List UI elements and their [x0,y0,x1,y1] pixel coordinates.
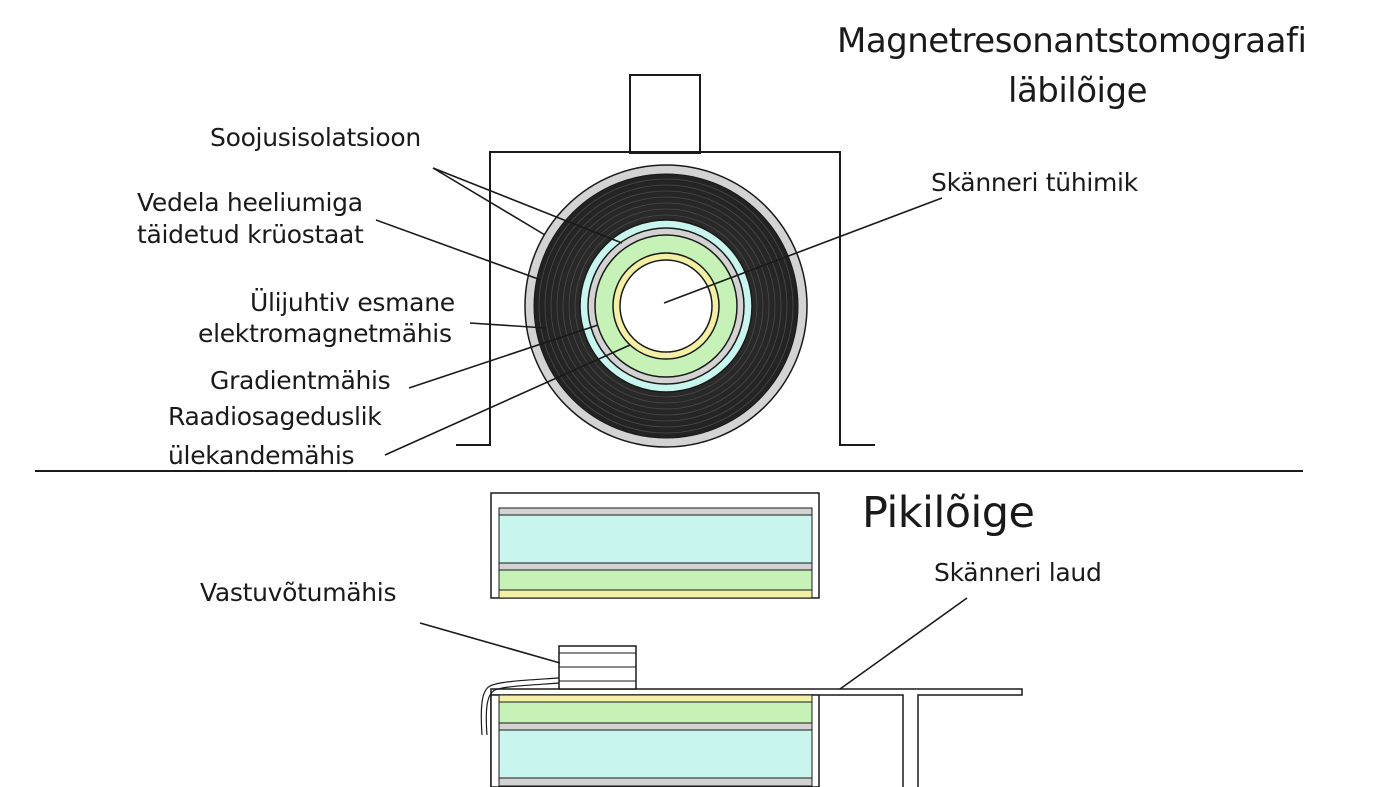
label-rf-coil-line2: ülekandemähis [168,441,355,470]
leader-insulation-inner [432,167,623,244]
label-thermal-insulation: Soojusisolatsioon [210,123,421,152]
title-line-1: Magnetresonantstomograafi [837,21,1307,61]
label-cryostat-line2: täidetud krüostaat [137,220,364,249]
upper-insulation-top [498,507,813,516]
upper-magnet-block [490,492,820,599]
scanner-housing [456,151,875,446]
lower-insulation-mid [498,722,813,731]
leader-gradient-coil [408,324,599,389]
receive-coil-cable [480,677,560,736]
scanner-bore [619,259,713,353]
label-gradient-coil: Gradientmähis [210,366,391,395]
label-main-coil-line1: Ülijuhtiv esmane [250,288,455,317]
lower-rf-band [498,694,813,703]
label-scanner-table: Skänneri laud [934,558,1102,587]
lower-gradient-band [498,701,813,724]
leader-lines-cross [375,167,943,456]
lower-insulation-bottom [498,777,813,787]
lower-magnet-block [490,694,820,787]
upper-gradient-band [498,569,813,591]
label-cryostat-line1: Vedela heeliumiga [137,188,363,217]
leader-cryostat [375,219,542,281]
lower-cryostat-band [498,729,813,779]
longitudinal-section [419,492,1023,787]
receive-coil [558,645,637,690]
label-scanner-bore: Skänneri tühimik [931,168,1138,197]
top-chimney [629,74,701,154]
leader-insulation-outer [432,167,546,236]
upper-rf-band [498,589,813,599]
leader-main-coil [469,322,547,329]
section-title-longitudinal: Pikilõige [862,488,1035,538]
leader-rf-coil [384,344,631,456]
cross-section [375,74,943,456]
upper-insulation-mid [498,562,813,571]
leader-receive-coil [419,622,561,664]
receive-coil-cable-2 [485,682,560,736]
label-rf-coil-line1: Raadiosageduslik [168,402,382,431]
leader-bore [663,197,943,304]
coil-winding-texture [538,178,794,434]
label-receive-coil: Vastuvõtumähis [200,578,397,607]
upper-cryostat-band [498,514,813,564]
title-line-2: läbilõige [1008,71,1148,111]
label-main-coil-line2: elektromagnetmähis [198,319,452,348]
leader-scanner-table [839,597,968,690]
